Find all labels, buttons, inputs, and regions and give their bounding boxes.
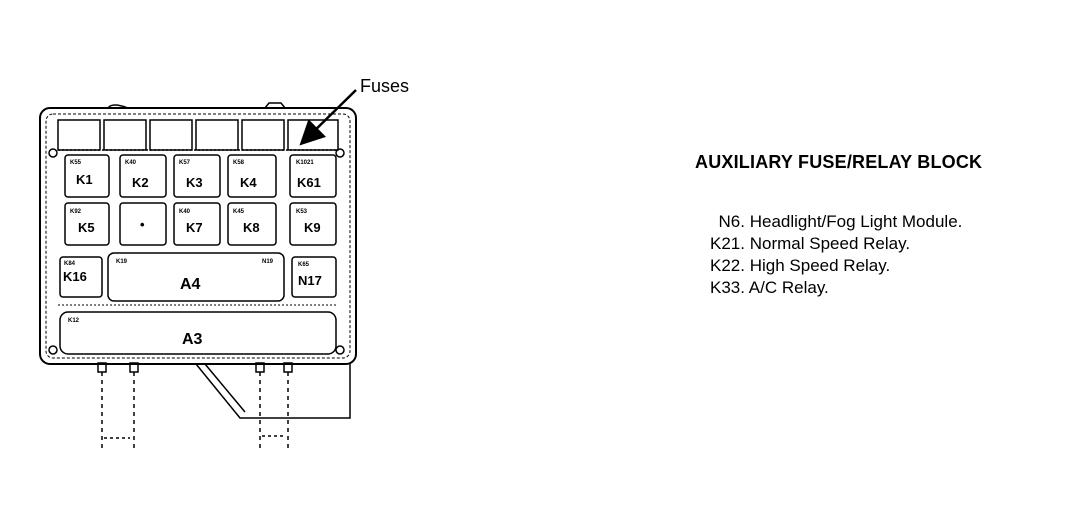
relay-n17-box [291,256,337,298]
relay-k8-box [227,202,277,246]
relay-k16-box [59,256,103,298]
relay-k61-sub: K1021 [296,160,314,166]
relay-n17-label: N17 [298,273,322,288]
legend-item: N6. Headlight/Fog Light Module. [695,211,982,233]
module-a3-box [59,311,337,355]
relay-k2-sub: K40 [125,160,137,166]
relay-k7-box [173,202,221,246]
relay-k7-label: K7 [186,220,203,235]
relay-k4-label: K4 [240,175,257,190]
legend-text: Headlight/Fog Light Module. [749,212,963,231]
module-a4-sub-left: K19 [116,259,128,265]
fuse-row [57,119,339,151]
relay-k1-sub: K55 [70,160,82,166]
relay-k3-sub: K57 [179,160,191,166]
wiring-harness [97,362,351,452]
block-housing [39,102,357,365]
module-a4-box [107,252,285,302]
relay-k61-label: K61 [297,175,321,190]
legend-code: K21. [710,234,745,253]
relay-k16-sub: K84 [64,261,76,267]
module-a3: K12 A3 [58,304,338,355]
relay-k5-box [64,202,110,246]
relay-k2-label: K2 [132,175,149,190]
relay-k16-label: K16 [63,269,87,284]
relay-k4-box [227,154,277,198]
relay-k4-sub: K58 [233,160,245,166]
mounting-screw-icons [48,148,345,355]
module-a3-sub-left: K12 [68,318,80,324]
relay-k9-box [289,202,337,246]
relay-k8-sub: K45 [233,209,245,215]
relay-row-2: K92 K5 • K40 K7 K45 K8 K53 K9 [64,202,337,246]
relay-k8-label: K8 [243,220,260,235]
relay-k5-label: K5 [78,220,95,235]
relay-n17-sub: K65 [298,262,310,268]
relay-k2-box [119,154,167,198]
fuses-callout-arrow [299,89,357,146]
relay-k1-box [64,154,110,198]
module-a3-label: A3 [182,331,203,348]
module-a4-label: A4 [180,276,201,293]
relay-k5-sub: K92 [70,209,82,215]
fuses-callout: Fuses [299,76,409,146]
relay-k1-label: K1 [76,172,93,187]
legend-item: K21. Normal Speed Relay. [695,233,982,255]
relay-k9-label: K9 [304,220,321,235]
legend-text: High Speed Relay. [749,256,891,275]
relay-k3-box [173,154,221,198]
relay-k6-box [119,202,167,246]
relay-k6-label: • [140,217,145,232]
legend-code: N6. [718,212,745,231]
legend-list: N6. Headlight/Fog Light Module. K21. Nor… [695,211,982,299]
legend: AUXILIARY FUSE/RELAY BLOCK N6. Headlight… [695,152,982,299]
legend-text: A/C Relay. [748,278,829,297]
relay-row-3: K84 K16 K19 N19 A4 K65 N17 [59,252,337,302]
relay-row-1: K55 K1 K40 K2 K57 K3 K58 K4 K1021 K61 [64,154,337,198]
legend-code: K22. [710,256,745,275]
relay-k61-box [289,154,337,198]
diagram-title: AUXILIARY FUSE/RELAY BLOCK [695,152,983,172]
relay-k9-sub: K53 [296,209,308,215]
fuses-callout-label: Fuses [360,76,409,96]
legend-text: Normal Speed Relay. [749,234,911,253]
legend-item: K22. High Speed Relay. [695,255,982,277]
legend-code: K33. [710,278,745,297]
relay-k7-sub: K40 [179,209,191,215]
module-a4-sub-right: N19 [262,259,274,265]
relay-k3-label: K3 [186,175,203,190]
legend-item: K33. A/C Relay. [695,277,982,299]
